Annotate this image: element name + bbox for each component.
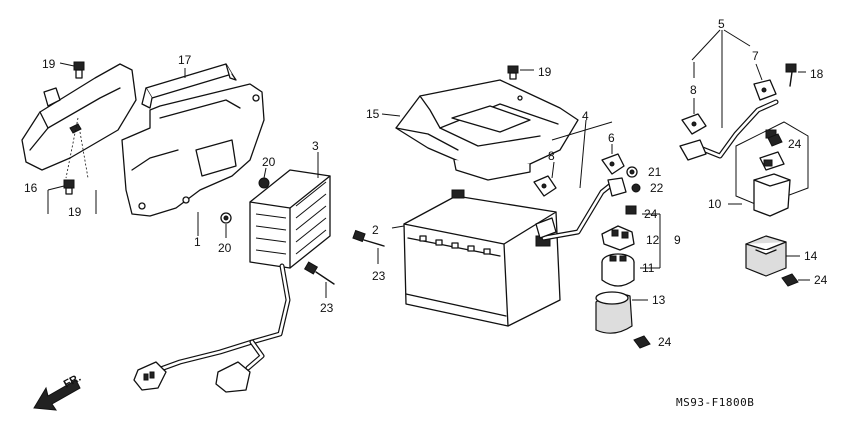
callout-23-battery: 23 bbox=[372, 269, 386, 283]
callout-21: 21 bbox=[648, 165, 662, 179]
callout-19-upper: 19 bbox=[42, 57, 56, 71]
battery-case-cover bbox=[21, 63, 137, 179]
callout-13: 13 bbox=[652, 293, 666, 307]
nut-20-upper bbox=[258, 167, 270, 189]
battery bbox=[391, 189, 561, 327]
callout-23-left: 23 bbox=[320, 301, 334, 315]
battery-tray bbox=[381, 79, 579, 181]
callout-22: 22 bbox=[650, 181, 664, 195]
callout-24-relay-top: 24 bbox=[788, 137, 802, 151]
bolt-23-left bbox=[303, 261, 335, 298]
bolt-19-lower bbox=[47, 179, 97, 214]
callout-20-lower: 20 bbox=[218, 241, 232, 255]
nut-21 bbox=[626, 166, 638, 178]
callout-4: 4 bbox=[582, 109, 589, 123]
callout-17: 17 bbox=[178, 53, 192, 67]
callout-9: 9 bbox=[674, 233, 681, 247]
callout-24-holder: 24 bbox=[814, 273, 828, 287]
terminal-8-right bbox=[681, 62, 707, 135]
relay-cover-12 bbox=[601, 225, 635, 251]
callout-11: 11 bbox=[642, 261, 655, 275]
battery-bracket-plate bbox=[121, 83, 265, 236]
battery-cable bbox=[535, 119, 627, 241]
callout-5-lines bbox=[691, 29, 751, 128]
terminal-cap-6 bbox=[601, 144, 625, 175]
regulator-wire-harness bbox=[133, 263, 291, 393]
relay-holder-14 bbox=[745, 235, 800, 277]
clip-24-holder bbox=[781, 273, 810, 287]
front-arrow-icon bbox=[33, 379, 81, 411]
callout-5: 5 bbox=[718, 17, 725, 31]
sub-harness-5 bbox=[679, 99, 779, 161]
bolt-18 bbox=[785, 63, 806, 87]
callout-10: 10 bbox=[708, 197, 722, 211]
callout-24-bottom: 24 bbox=[658, 335, 672, 349]
battery-strap bbox=[141, 63, 237, 109]
regulator-rectifier bbox=[249, 152, 331, 269]
callout-7: 7 bbox=[752, 49, 759, 63]
callout-19-lower: 19 bbox=[68, 205, 82, 219]
bolt-19-tray bbox=[507, 65, 534, 80]
clip-24-bottom bbox=[633, 335, 651, 349]
callout-1: 1 bbox=[194, 235, 201, 249]
nut-20-lower bbox=[220, 212, 232, 238]
callout-12: 12 bbox=[646, 233, 660, 247]
callout-6: 6 bbox=[608, 131, 615, 145]
callout-18: 18 bbox=[810, 67, 824, 81]
callout-14: 14 bbox=[804, 249, 818, 263]
relay-unit-10 bbox=[728, 121, 809, 217]
callout-20-upper: 20 bbox=[262, 155, 276, 169]
callout-16: 16 bbox=[24, 181, 38, 195]
bolt-23-battery bbox=[352, 229, 385, 264]
callout-15: 15 bbox=[366, 107, 380, 121]
bolt-19-upper bbox=[59, 61, 85, 79]
clip-24-relay-top bbox=[767, 133, 783, 147]
callout-2: 2 bbox=[372, 223, 379, 237]
terminal-8-center bbox=[533, 121, 613, 197]
relay-rubber-13 bbox=[595, 291, 648, 334]
callout-19-tray: 19 bbox=[538, 65, 552, 79]
nut-22 bbox=[631, 183, 641, 193]
terminal-7 bbox=[753, 63, 777, 101]
starter-relay-11 bbox=[601, 253, 635, 287]
callout-24-relay: 24 bbox=[644, 207, 658, 221]
callout-3: 3 bbox=[312, 139, 319, 153]
diagram-code: MS93-F1800B bbox=[676, 396, 754, 409]
callout-8-right: 8 bbox=[690, 83, 697, 97]
callout-8-center: 8 bbox=[548, 149, 555, 163]
clip-24-relay bbox=[625, 205, 637, 215]
bracket-9 bbox=[640, 213, 661, 269]
